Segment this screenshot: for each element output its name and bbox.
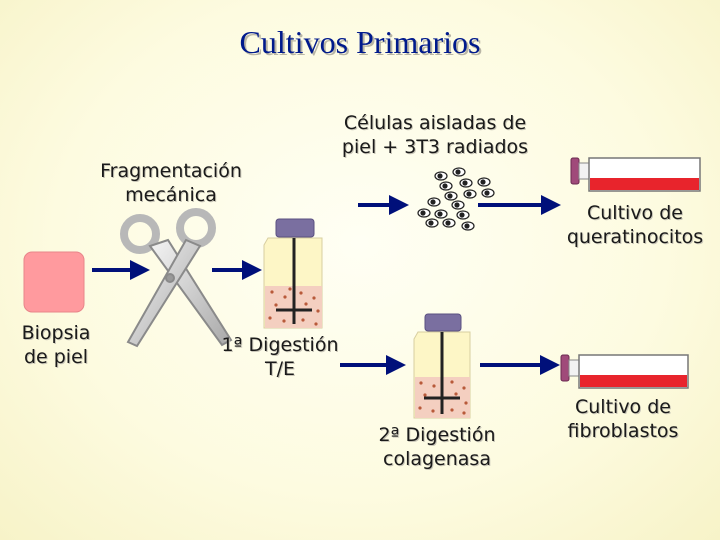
label-fragmentacion: Fragmentación mecánica <box>86 160 256 208</box>
label-line: Fragmentación <box>100 160 242 182</box>
label-line: Cultivo de <box>587 202 683 224</box>
digestion-bottle-icon <box>263 218 323 329</box>
culture-flask-icon <box>570 157 701 192</box>
label-queratinocitos: Cultivo de queratinocitos <box>555 202 715 250</box>
label-digestion-2: 2ª Digestión colagenasa <box>362 424 512 472</box>
label-fibroblastos: Cultivo de fibroblastos <box>548 396 698 444</box>
label-line: Biopsia <box>21 322 91 344</box>
label-biopsia: Biopsia de piel <box>16 322 96 370</box>
culture-flask-icon <box>560 354 689 389</box>
label-line: mecánica <box>125 183 217 206</box>
label-line: Cultivo de <box>575 396 671 418</box>
label-line: piel + 3T3 radiados <box>341 135 529 158</box>
scissors-icon <box>120 208 233 348</box>
label-celulas: Células aisladas de piel + 3T3 radiados <box>330 112 540 160</box>
label-digestion-1: 1ª Digestión T/E <box>210 334 350 382</box>
label-line: fibroblastos <box>567 419 679 442</box>
cells-icon <box>417 167 495 231</box>
label-line: 2ª Digestión <box>378 424 496 446</box>
digestion-bottle-icon <box>413 313 471 419</box>
label-line: Células aisladas de <box>343 112 527 134</box>
label-line: T/E <box>264 357 295 380</box>
skin-biopsy-sample <box>23 251 85 313</box>
diagram-title: Cultivos Primarios <box>239 24 481 60</box>
label-line: 1ª Digestión <box>221 334 339 356</box>
label-line: de piel <box>23 345 89 368</box>
label-line: colagenasa <box>383 447 491 470</box>
label-line: queratinocitos <box>566 225 704 248</box>
